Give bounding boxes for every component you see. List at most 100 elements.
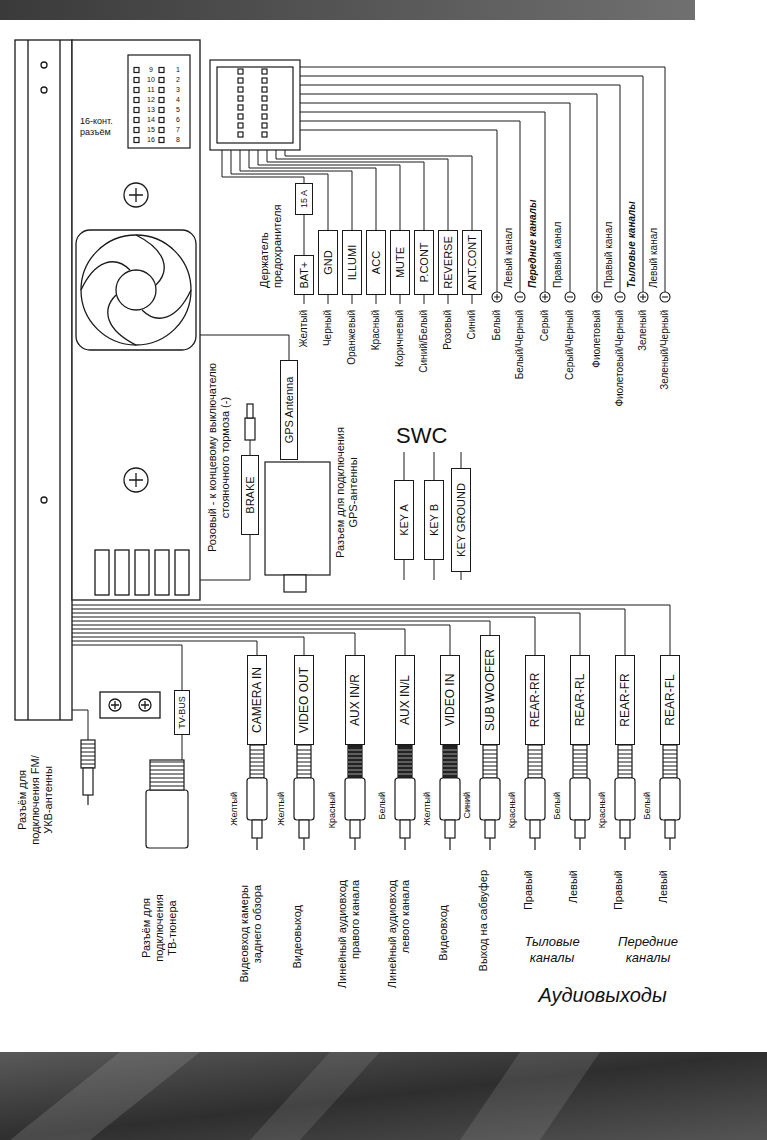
head-unit	[124, 183, 148, 207]
polarity-symbol	[660, 292, 670, 302]
pin-connector	[134, 118, 139, 123]
head-unit	[175, 550, 189, 595]
polarity-symbol	[567, 296, 573, 297]
channel-label: Правый канал	[603, 168, 615, 288]
page-band	[10, 1052, 200, 1140]
head-unit	[124, 468, 148, 492]
wire-label-box: REAR-RR	[525, 655, 545, 745]
plug	[395, 745, 415, 850]
gps-caption: Разъем для подключения GPS-антенны	[334, 420, 360, 565]
head-unit	[27, 40, 28, 720]
head-unit	[142, 290, 191, 318]
plug-caption: Видеовход камеры заднего обзора	[238, 885, 264, 1015]
plug-color: Синий	[462, 792, 473, 872]
wire-label-box: VIDEO IN	[440, 655, 460, 745]
box-label: GPS Antenna	[284, 377, 295, 444]
head-unit	[72, 40, 200, 600]
pin-connector	[134, 108, 139, 113]
head-unit	[116, 270, 156, 310]
plug	[150, 762, 184, 786]
harness-connector	[262, 87, 267, 92]
wire-label-box: REAR-RL	[570, 655, 590, 745]
harness-wire	[300, 67, 665, 292]
plug-caption: Линейный аудиовход левого канала	[386, 880, 412, 1010]
cable	[72, 605, 670, 655]
channel-group: Тыловые каналы	[626, 168, 638, 288]
cable	[200, 335, 289, 360]
harness-connector	[262, 132, 267, 137]
box-label: KEY B	[429, 504, 440, 536]
pin-connector	[134, 68, 139, 73]
harness-connector	[238, 132, 243, 137]
pin-connector	[128, 55, 190, 148]
wire-label-box: SUB WOOFER	[480, 635, 500, 745]
box-label: ANT.CONT	[467, 235, 478, 290]
page-band	[250, 1052, 380, 1140]
polarity-symbol	[662, 296, 668, 297]
plug-color: Желтый	[276, 792, 287, 872]
box-label: SUB WOOFER	[484, 649, 496, 731]
cable	[72, 629, 405, 655]
wire-label-box: KEY A	[394, 480, 414, 560]
cable	[72, 621, 490, 635]
group-caption: Передние каналы	[608, 934, 688, 965]
page-band	[460, 1052, 600, 1140]
harness-connector	[238, 96, 243, 101]
page-band	[0, 1052, 767, 1140]
pin-number: 15	[145, 126, 157, 134]
harness-connector	[210, 60, 300, 150]
box-label: P.CONT	[419, 242, 430, 282]
cable	[182, 735, 183, 760]
pin-number: 4	[172, 96, 184, 104]
wire-color: Зеленый	[637, 310, 649, 420]
head-unit	[155, 550, 169, 595]
wire-color: Серый/Черный	[564, 310, 576, 420]
plug	[81, 740, 95, 768]
head-unit	[41, 62, 47, 68]
plug	[81, 744, 95, 764]
antenna-caption: Разъём для подключения FM/УКВ-антенны	[16, 750, 56, 850]
plug	[87, 795, 88, 805]
harness-wire	[300, 85, 620, 292]
harness-connector	[262, 105, 267, 110]
head-unit	[141, 701, 149, 709]
wire-color: Черный	[322, 310, 334, 420]
pin-number: 9	[145, 66, 157, 74]
plug	[525, 745, 545, 850]
head-unit	[139, 699, 151, 711]
wire-label-box: REAR-FL	[660, 655, 680, 745]
channel-group: Передние каналы	[527, 168, 539, 288]
wire-label-box: GPS Antenna	[280, 360, 298, 460]
harness-connector	[238, 87, 243, 92]
box-label: TV-BUS	[178, 696, 187, 729]
plug	[440, 745, 460, 850]
box-label: KEY A	[399, 504, 410, 536]
plug	[245, 418, 255, 440]
pin-number: 6	[172, 116, 184, 124]
plug	[284, 575, 306, 592]
pin-connector	[134, 138, 139, 143]
plug	[615, 745, 635, 850]
channel-label: Левый канал	[503, 168, 515, 288]
harness-connector	[262, 114, 267, 119]
plug-caption: Видеовыход	[291, 905, 304, 1035]
harness-connector	[238, 69, 243, 74]
box-label: BRAKE	[245, 476, 256, 513]
pin-number: 13	[145, 106, 157, 114]
wire-color: Фиолетовый	[591, 310, 603, 420]
swc-title: SWC	[396, 423, 456, 449]
channel-label: Левый канал	[648, 168, 660, 288]
harness-wire	[222, 67, 665, 304]
plug-color: Красный	[507, 792, 518, 872]
head-unit	[59, 40, 60, 720]
connector-caption: 16-конт. разъём	[80, 116, 122, 138]
wire-connector	[304, 215, 305, 255]
cable	[72, 625, 450, 655]
wire-label-box: KEY B	[424, 480, 444, 560]
head-unit	[95, 550, 109, 595]
plug	[570, 745, 590, 850]
cable	[72, 645, 182, 690]
pin-number: 10	[145, 76, 157, 84]
